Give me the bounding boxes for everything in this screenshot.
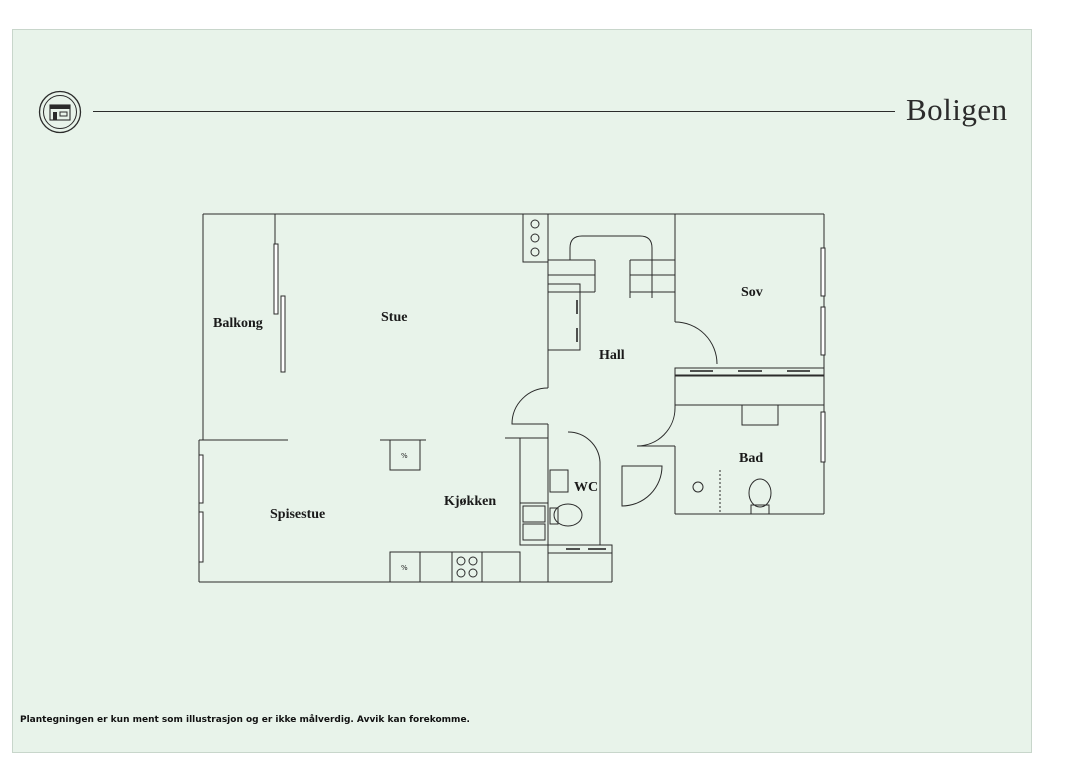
kitchen-sink-counter	[519, 502, 549, 546]
room-label-kjokken: Kjøkken	[444, 494, 496, 509]
room-label-balkong: Balkong	[213, 316, 263, 331]
room-label-spisestue: Spisestue	[270, 507, 325, 522]
wc-sink	[549, 469, 569, 493]
room-label-wc: WC	[574, 480, 598, 495]
window-balkong-1	[273, 243, 279, 315]
wc-toilet	[553, 503, 583, 527]
bath-drain	[692, 481, 704, 493]
bath-sink	[741, 404, 779, 426]
header-rule	[93, 111, 895, 112]
window-spisestue-2	[198, 511, 204, 563]
cabinet-label: %	[401, 452, 408, 460]
door-wc	[567, 431, 601, 463]
window-bad	[820, 411, 826, 463]
chimney-unit	[522, 213, 549, 263]
window-sov-2	[820, 306, 826, 356]
window-spisestue-1	[198, 454, 204, 504]
closet-stair	[547, 283, 581, 351]
room-label-sov: Sov	[741, 285, 763, 300]
window-sov-1	[820, 247, 826, 297]
disclaimer-text: Plantegningen er kun ment som illustrasj…	[20, 715, 470, 725]
room-label-bad: Bad	[739, 451, 763, 466]
door-hall-west	[511, 387, 549, 425]
room-label-hall: Hall	[599, 348, 625, 363]
stove	[451, 551, 483, 583]
door-sov	[674, 321, 718, 365]
sink-basin	[522, 523, 546, 541]
wardrobe-sov	[674, 367, 825, 377]
brand-title: Boligen	[906, 92, 1008, 127]
wardrobe-wc	[547, 544, 613, 554]
stair-turn	[569, 235, 653, 298]
window-balkong-2	[280, 295, 286, 373]
kitchen-cabinet	[389, 551, 421, 583]
sink-basin	[522, 505, 546, 523]
kitchen-island	[389, 439, 421, 471]
plan-sheet	[12, 29, 1032, 753]
cabinet-label: %	[401, 564, 408, 572]
bath-toilet-tank	[750, 504, 770, 515]
door-bad	[636, 407, 676, 447]
door-wc-swing	[621, 465, 663, 507]
room-label-stue: Stue	[381, 310, 407, 325]
house-badge-icon	[38, 90, 82, 134]
wc-toilet-tank	[549, 507, 559, 525]
bath-toilet	[748, 478, 772, 508]
kitchen-counter	[389, 551, 521, 583]
